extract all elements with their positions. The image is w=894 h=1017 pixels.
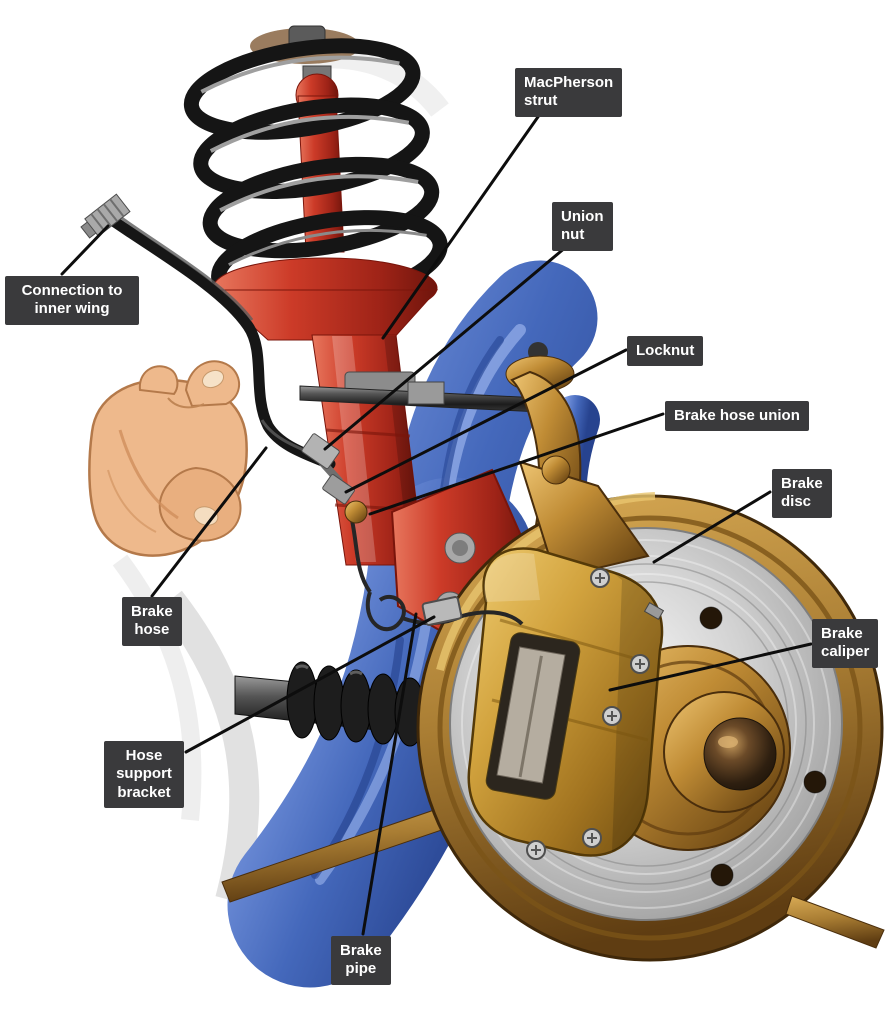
track-rod-illustration [785,895,885,949]
locknut-illustration [322,474,355,505]
union-hardware [301,433,368,524]
leader-brake-hose-union [368,412,665,516]
label-macpherson-strut: MacPherson strut [515,68,623,117]
leader-connection-to-inner-wing [60,224,110,276]
hand-illustration [88,360,248,557]
leader-brake-pipe [361,612,418,936]
label-hose-support-bracket: Hose support bracket [104,741,184,808]
label-brake-hose-union: Brake hose union [665,401,809,432]
label-locknut: Locknut [627,336,704,367]
leader-macpherson-strut [381,112,542,340]
leader-lines [60,112,813,936]
leader-brake-caliper [608,642,813,692]
leader-union-nut [323,245,568,451]
label-brake-caliper: Brake caliper [812,619,879,668]
hose-end-fitting [80,193,131,239]
label-brake-disc: Brake disc [772,469,832,518]
leader-brake-disc [652,490,772,564]
label-brake-hose: Brake hose [122,597,182,646]
union-nut-illustration [301,433,340,470]
leader-brake-hose [150,446,268,598]
label-union-nut: Union nut [552,202,613,251]
brake-caliper-illustration [467,455,665,860]
leader-locknut [344,348,628,494]
brake-hose-union-illustration [344,500,368,524]
label-brake-pipe: Brake pipe [331,936,391,985]
leader-hose-support-bracket [184,615,436,754]
label-connection-to-inner-wing: Connection to inner wing [5,276,139,325]
